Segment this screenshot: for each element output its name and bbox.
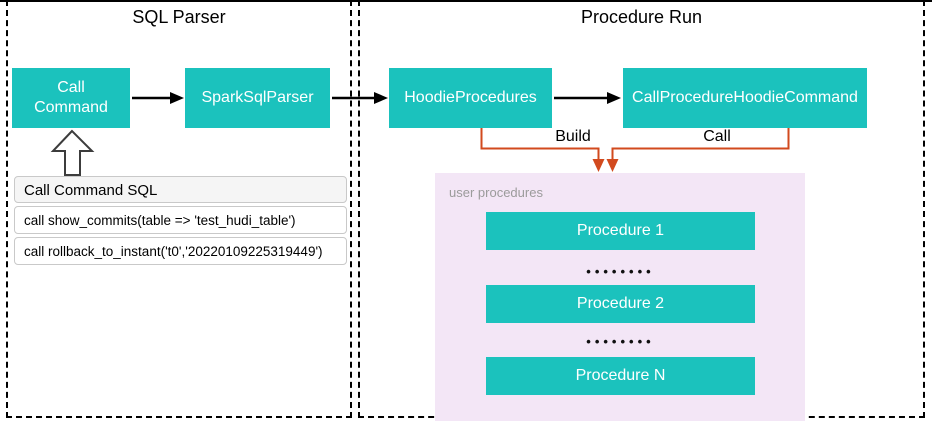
edge-label-call: Call <box>703 128 731 145</box>
node-sparksqlparser: SparkSqlParser <box>185 68 330 128</box>
node-procedure-n: Procedure N <box>486 357 755 395</box>
node-call-command: Call Command <box>12 68 130 128</box>
sql-box-title: Call Command SQL <box>14 176 347 203</box>
ellipsis-dots: •••••••• <box>586 264 655 279</box>
sql-statement: call rollback_to_instant('t0','202201092… <box>14 237 347 265</box>
node-hoodieprocedures: HoodieProcedures <box>389 68 552 128</box>
sql-examples-box: Call Command SQL call show_commits(table… <box>14 176 347 265</box>
user-procedures-container: user procedures Procedure 1 •••••••• Pro… <box>435 173 805 421</box>
ellipsis-dots: •••••••• <box>586 334 655 349</box>
sql-statement: call show_commits(table => 'test_hudi_ta… <box>14 206 347 234</box>
section-title-sql-parser: SQL Parser <box>132 7 226 27</box>
section-title-procedure-run: Procedure Run <box>580 7 703 27</box>
edge-label-build: Build <box>555 128 591 145</box>
node-procedure-1: Procedure 1 <box>486 212 755 250</box>
section-sql-parser: SQL Parser <box>6 0 352 418</box>
user-procedures-label: user procedures <box>449 185 543 200</box>
node-callprocedurehoodiecommand: CallProcedureHoodieCommand <box>623 68 867 128</box>
top-border-line <box>0 0 932 2</box>
node-procedure-2: Procedure 2 <box>486 285 755 323</box>
